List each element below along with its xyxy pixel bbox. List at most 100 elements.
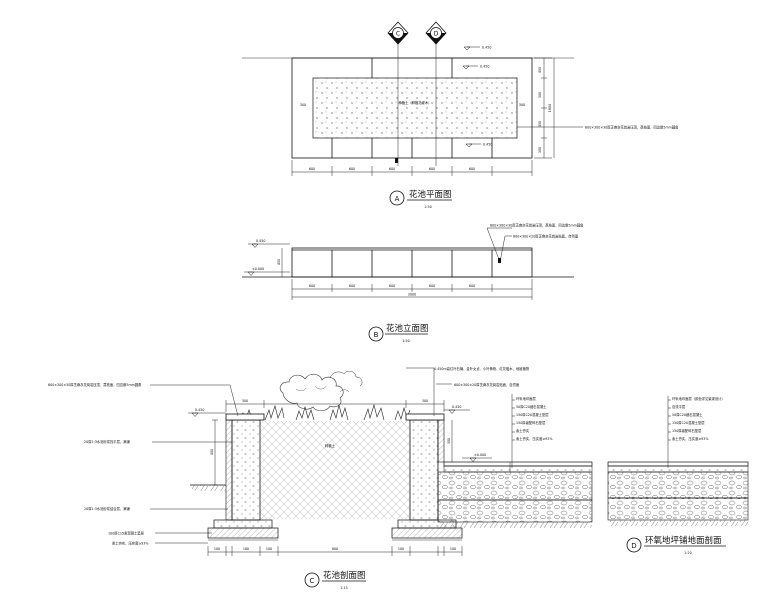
svg-text:450: 450 bbox=[538, 121, 542, 127]
svg-text:300: 300 bbox=[538, 147, 542, 153]
svg-text:450: 450 bbox=[210, 449, 214, 455]
section-marker-c-label: C bbox=[396, 31, 400, 38]
svg-text:±0.000: ±0.000 bbox=[252, 267, 264, 271]
section-marker-c: C bbox=[387, 21, 409, 45]
detail-scale: 1:20 bbox=[684, 551, 691, 555]
elevation-ground-level: ±0.000 bbox=[244, 267, 290, 276]
svg-text:50厚C20细石混凝土: 50厚C20细石混凝土 bbox=[672, 412, 703, 417]
section-title-block: C 花池剖面图 1:15 bbox=[304, 570, 366, 590]
svg-text:150厚C20混凝土垫层: 150厚C20混凝土垫层 bbox=[516, 412, 549, 417]
plan-center-label: 种植土（种植花灌木） bbox=[399, 100, 432, 105]
svg-text:800: 800 bbox=[332, 547, 338, 551]
plan-scale: 1:50 bbox=[424, 205, 431, 209]
section-bottom-dims: 100 180 100 800 100 100 bbox=[207, 546, 463, 556]
svg-text:0.450: 0.450 bbox=[256, 239, 265, 243]
elevation-view: 0.450 ±0.000 450 600×300×30厚芝麻灰花岗岩压顶，荔枝面… bbox=[242, 223, 583, 343]
svg-text:0.450: 0.450 bbox=[480, 65, 489, 69]
svg-text:300: 300 bbox=[422, 399, 428, 403]
svg-text:150厚C20混凝土垫层: 150厚C20混凝土垫层 bbox=[672, 420, 705, 425]
svg-text:自流平层: 自流平层 bbox=[672, 404, 686, 409]
svg-text:素土夯实，压实度≥93%: 素土夯实，压实度≥93% bbox=[672, 436, 708, 441]
svg-text:600: 600 bbox=[349, 284, 355, 288]
section-left-wall bbox=[225, 413, 265, 521]
plan-elevation-1: 0.450 bbox=[462, 65, 489, 70]
detail-title-block: D 环氧地坪铺地面剖面 1:20 bbox=[626, 535, 726, 555]
svg-text:1800: 1800 bbox=[548, 104, 552, 112]
svg-text:100: 100 bbox=[214, 547, 220, 551]
svg-text:150厚级配碎石垫层: 150厚级配碎石垫层 bbox=[516, 420, 546, 425]
elevation-bottom-dims: 600 600 600 600 600 3000 bbox=[291, 279, 533, 300]
section-shrubs bbox=[239, 403, 411, 421]
section-left-note-4: 100厚C15素混凝土垫层 bbox=[108, 531, 145, 536]
svg-text:0.450: 0.450 bbox=[195, 408, 204, 412]
section-plant-canopy bbox=[279, 370, 363, 411]
section-marker-d-label: D bbox=[434, 31, 439, 38]
section-right-level: 0.450 ±0.000 300 bbox=[444, 405, 492, 462]
svg-text:0.450: 0.450 bbox=[483, 143, 492, 147]
svg-text:450: 450 bbox=[538, 67, 542, 73]
svg-text:0.450: 0.450 bbox=[482, 46, 491, 50]
svg-text:600: 600 bbox=[469, 284, 475, 288]
svg-text:100: 100 bbox=[266, 547, 272, 551]
svg-text:3000: 3000 bbox=[408, 293, 416, 297]
section-title: 花池剖面图 bbox=[323, 570, 366, 581]
plan-bottom-dims: 600 600 600 600 600 bbox=[291, 160, 533, 176]
section-marker: C bbox=[310, 577, 315, 585]
detail-notes: 环氧地坪面层（颜色详见景观设计） 自流平层 50厚C20细石混凝土 150厚C2… bbox=[667, 396, 725, 468]
section-left-note-3: 20厚1:3水泥砂浆结合层，满铺 bbox=[84, 506, 130, 511]
svg-text:0.450: 0.450 bbox=[452, 405, 461, 409]
section-scale: 1:15 bbox=[340, 586, 347, 590]
svg-text:600: 600 bbox=[429, 167, 435, 171]
section-view: 种植土 bbox=[48, 366, 593, 590]
section-planting-soil bbox=[260, 421, 410, 519]
elevation-title: 花池立面图 bbox=[386, 323, 429, 334]
plan-title: 花池平面图 bbox=[409, 189, 452, 200]
svg-text:150厚级配碎石垫层: 150厚级配碎石垫层 bbox=[672, 428, 702, 433]
plan-title-block: A 花池平面图 1:50 bbox=[389, 189, 452, 209]
svg-text:600: 600 bbox=[349, 167, 355, 171]
section-ground-left bbox=[190, 484, 226, 491]
section-top-note-2: 600×300×20厚芝麻灰花岗岩贴面，自然面 bbox=[454, 382, 520, 387]
svg-text:600: 600 bbox=[389, 167, 395, 171]
elevation-marker: B bbox=[374, 331, 379, 339]
svg-text:180: 180 bbox=[243, 547, 249, 551]
elevation-note-1: 600×300×30厚芝麻灰花岗岩压顶，荔枝面，四边倒5mm圆角 bbox=[490, 223, 583, 228]
plan-elevation-top: 0.450 bbox=[463, 46, 491, 51]
svg-text:600: 600 bbox=[469, 167, 475, 171]
svg-text:300: 300 bbox=[538, 92, 542, 98]
svg-text:600: 600 bbox=[309, 284, 315, 288]
section-right-notes: 环氧地坪面层 50厚C20细石混凝土 150厚C20混凝土垫层 150厚级配碎石… bbox=[511, 394, 552, 468]
svg-text:素土夯实，压实度≥93%: 素土夯实，压实度≥93% bbox=[516, 436, 552, 441]
section-marker-d: D bbox=[425, 21, 447, 45]
elevation-top-level: 0.450 bbox=[248, 239, 290, 248]
section-left-level: 0.450 450 bbox=[188, 408, 226, 486]
svg-text:300: 300 bbox=[242, 399, 248, 403]
section-left-note-1: 600×300×30厚芝麻灰花岗岩压顶，荔枝面，四边倒5mm圆角 bbox=[48, 382, 141, 387]
elevation-title-block: B 花池立面图 1:50 bbox=[368, 323, 429, 343]
svg-text:环氧地坪面层（颜色详见景观设计）: 环氧地坪面层（颜色详见景观设计） bbox=[672, 396, 725, 401]
detail-title: 环氧地坪铺地面剖面 bbox=[645, 535, 722, 546]
svg-text:100: 100 bbox=[450, 547, 456, 551]
plan-width-left: 300 bbox=[300, 103, 306, 107]
svg-text:50厚C20细石混凝土: 50厚C20细石混凝土 bbox=[516, 404, 547, 409]
section-left-notes: 600×300×30厚芝麻灰花岗岩压顶，荔枝面，四边倒5mm圆角 20厚1:3水… bbox=[48, 382, 239, 546]
plan-marker: A bbox=[395, 195, 400, 203]
plan-elevation-2: 0.450 bbox=[465, 143, 492, 148]
svg-text:素土夯实: 素土夯实 bbox=[516, 428, 530, 433]
svg-text:600: 600 bbox=[309, 167, 315, 171]
svg-text:600: 600 bbox=[389, 284, 395, 288]
section-top-dims: 300 300 bbox=[225, 399, 445, 412]
plan-right-dims: 450 300 450 300 1800 bbox=[534, 57, 555, 159]
section-planting-label: 种植土 bbox=[325, 443, 336, 448]
detail-view: 环氧地坪面层（颜色详见景观设计） 自流平层 50厚C20细石混凝土 150厚C2… bbox=[607, 396, 749, 555]
svg-text:600: 600 bbox=[429, 284, 435, 288]
section-footings bbox=[207, 519, 463, 541]
section-right-wall bbox=[405, 413, 445, 521]
plan-view: C D 0.450 0.450 0.450 300 300 种植土（种植花灌木） bbox=[242, 21, 678, 209]
section-left-note-2: 20厚1:3水泥砂浆找平层，满铺 bbox=[84, 439, 130, 444]
plan-planting-area bbox=[312, 77, 518, 139]
elevation-height: 450 bbox=[277, 259, 281, 265]
svg-text:100: 100 bbox=[398, 547, 404, 551]
svg-text:环氧地坪面层: 环氧地坪面层 bbox=[516, 396, 536, 401]
elevation-note-2: 600×300×20厚芝麻灰花岗岩贴面，自然面 bbox=[513, 234, 579, 239]
